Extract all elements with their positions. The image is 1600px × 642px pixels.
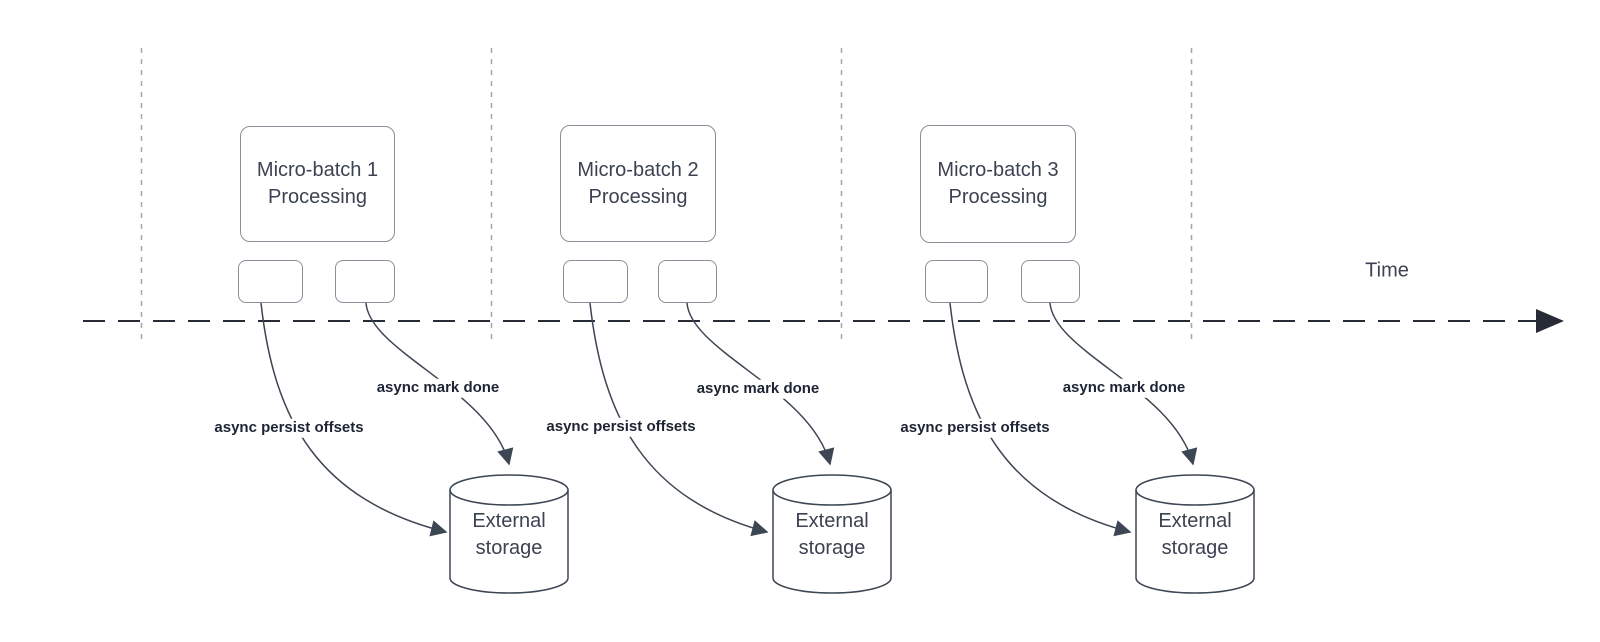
- offset-task-box-2: [563, 260, 628, 303]
- async-mark-done-label-3: async mark done: [1058, 378, 1190, 398]
- micro-batch-2-title-line1: Micro-batch 2: [577, 158, 699, 181]
- commit-task-box-3: [1021, 260, 1080, 303]
- micro-batch-2-processing-box: Micro-batch 2 Processing: [560, 125, 716, 242]
- micro-batch-3-processing-box: Micro-batch 3 Processing: [920, 125, 1076, 243]
- async-mark-done-label-1: async mark done: [372, 378, 504, 398]
- storage-cylinder-1-rim: [449, 489, 569, 506]
- async-persist-offsets-label-1: async persist offsets: [210, 418, 368, 438]
- commit-task-box-2: [658, 260, 717, 303]
- commit-task-box-1: [335, 260, 395, 303]
- external-storage-label-1: External storage: [450, 508, 568, 562]
- time-axis-label: Time: [1365, 259, 1409, 282]
- storage-cylinder-1: [449, 474, 569, 594]
- external-storage-label-1-line1: External: [472, 510, 546, 532]
- storage-cylinder-2: [772, 474, 892, 594]
- external-storage-label-1-line2: storage: [475, 537, 543, 559]
- external-storage-label-3-line1: External: [1158, 510, 1232, 532]
- storage-cylinder-2-rim: [772, 489, 892, 506]
- persist-offsets-arrow-1: [260, 302, 448, 537]
- external-storage-label-2-line2: storage: [798, 537, 866, 559]
- storage-cylinder-3: [1135, 474, 1255, 594]
- segment-divider-lines: [140, 48, 1193, 340]
- micro-batch-3-title-line1: Micro-batch 3: [937, 159, 1059, 181]
- external-storage-label-2-line1: External: [795, 510, 869, 532]
- mark-done-arrow-2: [686, 302, 835, 466]
- async-persist-offsets-label-2: async persist offsets: [542, 417, 700, 437]
- external-storage-label-3: External storage: [1136, 508, 1254, 562]
- storage-cylinder-3-rim: [1135, 489, 1255, 506]
- micro-batch-1-title-line1: Micro-batch 1: [256, 159, 379, 181]
- persist-offsets-arrow-3: [949, 302, 1132, 537]
- mark-done-arrow-1: [365, 302, 514, 466]
- external-storage-label-3-line2: storage: [1161, 537, 1229, 559]
- micro-batch-1-title-line2: Processing: [268, 186, 367, 208]
- micro-batch-1-processing-box: Micro-batch 1 Processing: [240, 126, 395, 242]
- persist-offsets-arrow-2: [589, 302, 769, 537]
- async-persist-offsets-label-3: async persist offsets: [896, 418, 1054, 438]
- external-storage-label-2: External storage: [773, 508, 891, 562]
- offset-task-box-1: [238, 260, 303, 303]
- micro-batch-2-title-line2: Processing: [588, 185, 688, 208]
- async-mark-done-label-2: async mark done: [692, 379, 824, 399]
- micro-batch-3-title-line2: Processing: [948, 186, 1048, 208]
- offset-task-box-3: [925, 260, 988, 303]
- mark-done-arrow-3: [1049, 302, 1198, 466]
